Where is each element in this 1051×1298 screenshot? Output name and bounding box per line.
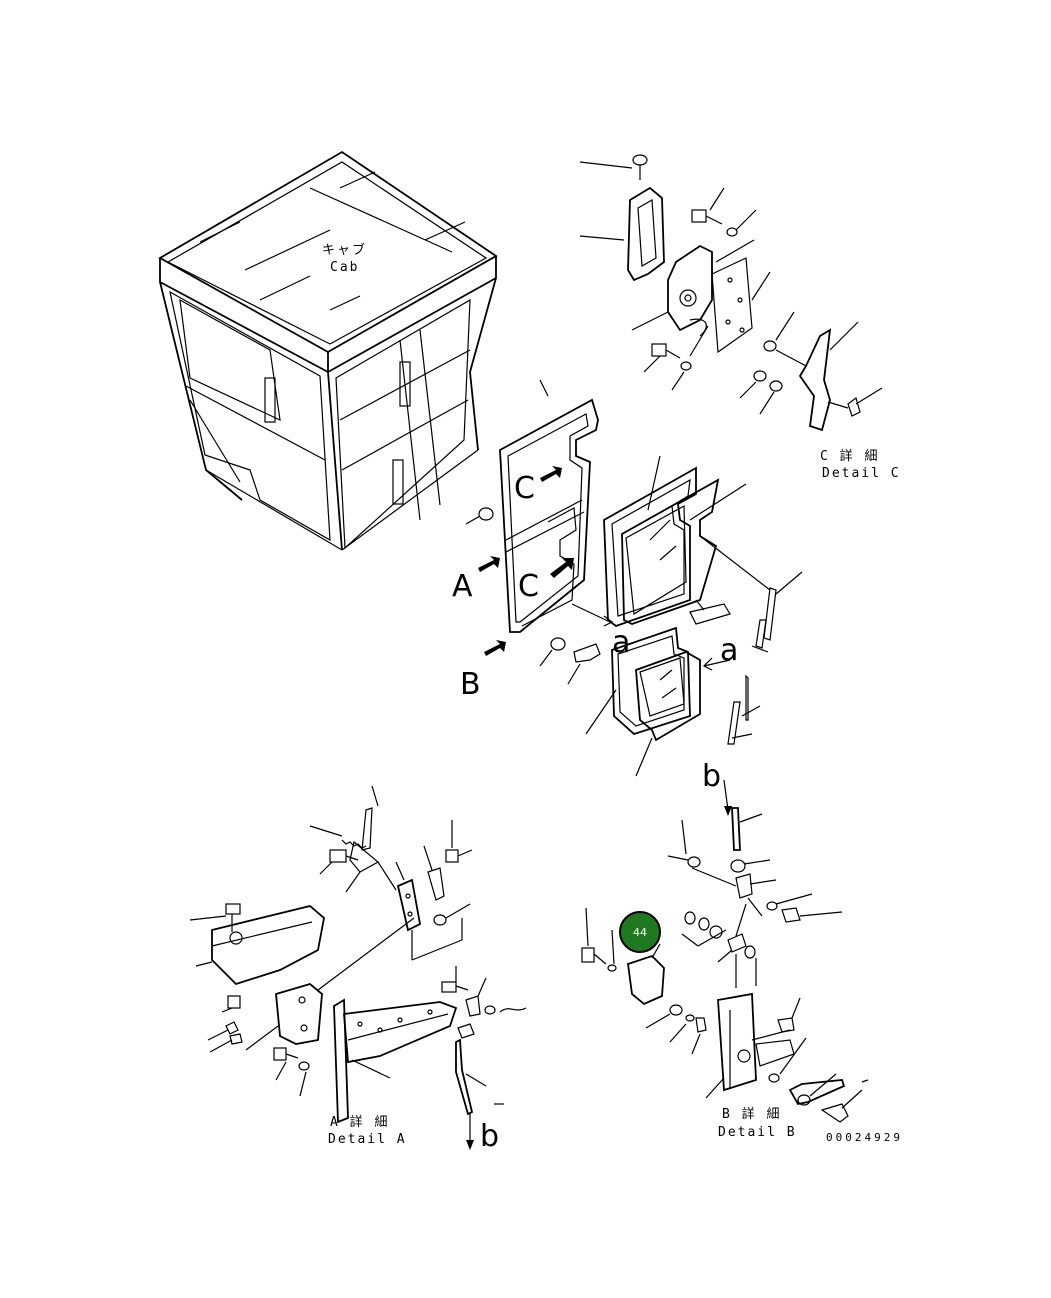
detail-a-assembly <box>189 785 527 1150</box>
detail-c-label-jp: C 詳 細 <box>820 448 879 464</box>
view-label-c-lower: C <box>518 569 539 604</box>
detail-c-assembly <box>579 154 883 432</box>
ref-label-b-top: b <box>702 759 721 794</box>
ref-label-a-right: a <box>720 633 738 668</box>
door-assembly <box>465 379 803 777</box>
callout-number: 44 <box>633 926 647 939</box>
detail-b-label-en: Detail B <box>718 1125 797 1140</box>
detail-b-assembly <box>581 779 869 1123</box>
ref-label-a-left: a <box>612 625 630 660</box>
ref-label-b-bottom: b <box>480 1119 499 1154</box>
drawing-number: 00024929 <box>826 1131 903 1144</box>
cab-assembly <box>158 150 498 551</box>
detail-a-label-en: Detail A <box>328 1132 407 1147</box>
view-label-c-upper: C <box>514 471 535 506</box>
detail-c-label-en: Detail C <box>822 466 901 481</box>
view-label-b: B <box>460 667 481 702</box>
detail-b-label-jp: B 詳 細 <box>722 1106 781 1122</box>
part-callout-44[interactable]: 44 <box>619 911 661 953</box>
view-label-a: A <box>452 569 473 604</box>
cab-label-jp: キャブ <box>322 242 367 258</box>
cab-label-en: Cab <box>330 260 359 275</box>
detail-a-label-jp: A 詳 細 <box>330 1114 389 1130</box>
